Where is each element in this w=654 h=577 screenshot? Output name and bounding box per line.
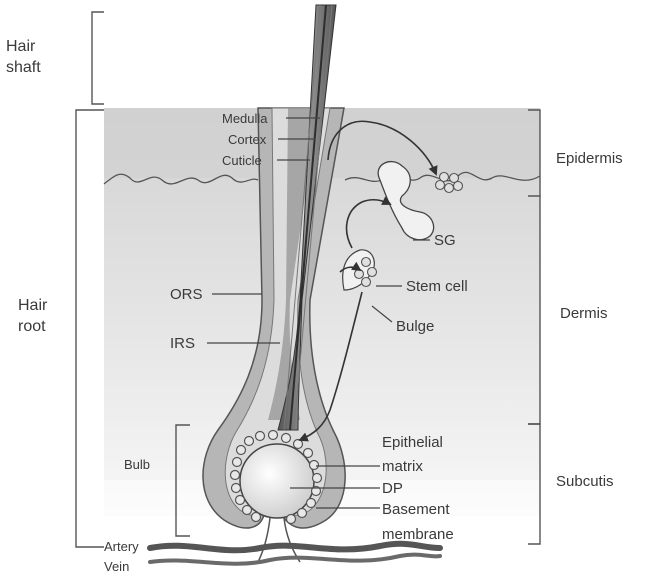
artery-vessel bbox=[150, 544, 440, 551]
label-hair-shaft-1: Hair bbox=[6, 38, 36, 55]
label-medulla: Medulla bbox=[222, 111, 268, 126]
label-bulge: Bulge bbox=[396, 318, 434, 335]
label-epithelial-2: matrix bbox=[382, 458, 423, 475]
label-irs: IRS bbox=[170, 335, 195, 352]
label-hair-root-1: Hair bbox=[18, 297, 48, 314]
label-dermis: Dermis bbox=[560, 305, 608, 322]
label-hair-shaft-2: shaft bbox=[6, 59, 41, 76]
label-cuticle: Cuticle bbox=[222, 153, 262, 168]
label-bulb: Bulb bbox=[124, 457, 150, 472]
label-artery: Artery bbox=[104, 539, 139, 554]
label-epidermis: Epidermis bbox=[556, 150, 623, 167]
bulb bbox=[231, 431, 322, 563]
label-basement-1: Basement bbox=[382, 501, 450, 518]
label-hair-root-2: root bbox=[18, 318, 46, 335]
label-stem-cell: Stem cell bbox=[406, 278, 468, 295]
label-vein: Vein bbox=[104, 559, 129, 574]
hair-shaft-bracket bbox=[92, 12, 104, 104]
label-subcutis: Subcutis bbox=[556, 473, 614, 490]
label-ors: ORS bbox=[170, 286, 203, 303]
label-sg: SG bbox=[434, 232, 456, 249]
label-dp: DP bbox=[382, 480, 403, 497]
dermal-papilla bbox=[240, 444, 314, 518]
label-epithelial-1: Epithelial bbox=[382, 434, 443, 451]
label-basement-2: membrane bbox=[382, 526, 454, 543]
label-cortex: Cortex bbox=[228, 132, 267, 147]
hair-root-bracket bbox=[76, 110, 104, 547]
vein-vessel bbox=[150, 555, 440, 564]
